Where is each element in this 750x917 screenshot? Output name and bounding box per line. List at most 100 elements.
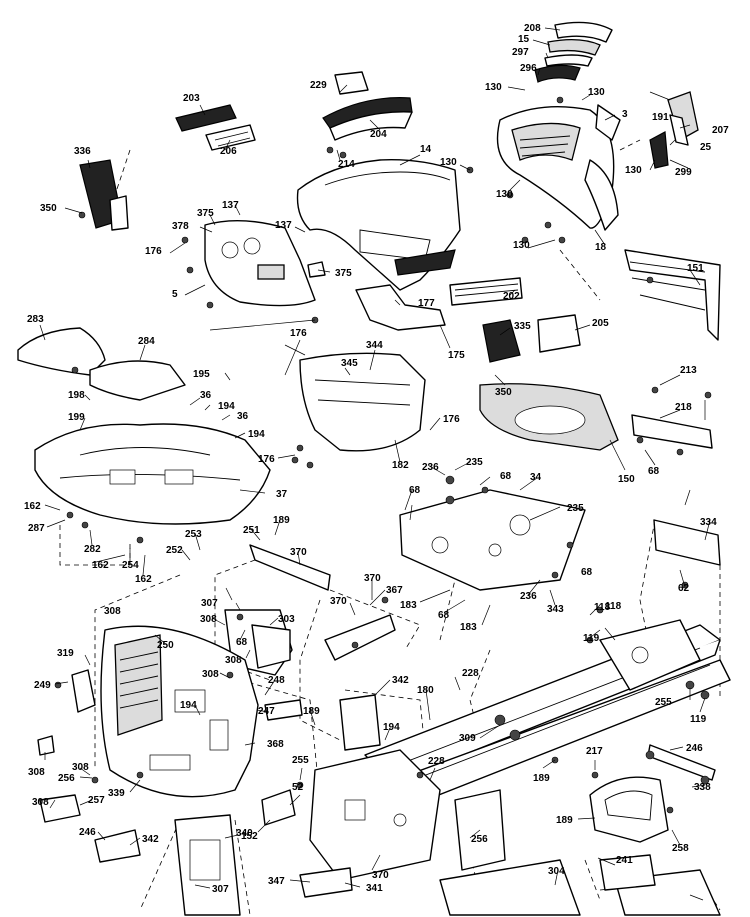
part-label: 347: [268, 876, 285, 887]
part-label: 343: [547, 604, 564, 615]
part-label: 255: [655, 697, 672, 708]
part-label: 229: [310, 80, 327, 91]
part-label: 37: [276, 489, 288, 500]
part-label: 52: [292, 782, 304, 793]
part-label: 183: [460, 622, 477, 633]
part-label: 194: [383, 722, 400, 733]
part-label: 235: [466, 457, 483, 468]
part-label: 296: [520, 63, 537, 74]
part-label: 370: [372, 870, 389, 881]
part-label: 255: [292, 755, 309, 766]
part-label: 246: [686, 743, 703, 754]
part-label: 3: [622, 109, 628, 120]
part-label: 130: [496, 189, 513, 200]
part-label: 303: [278, 614, 295, 625]
main-frame: [224, 544, 731, 916]
part-label: 334: [700, 517, 717, 528]
part-label: 204: [370, 129, 387, 140]
part-label: 345: [341, 358, 358, 369]
part-label: 304: [548, 866, 565, 877]
part-label: 248: [268, 675, 285, 686]
part-label: 150: [618, 474, 635, 485]
part-label: 180: [417, 685, 434, 696]
part-label: 205: [592, 318, 609, 329]
part-label: 162: [92, 560, 109, 571]
part-label: 335: [514, 321, 531, 332]
part-label: 370: [330, 596, 347, 607]
part-label: 191: [652, 112, 669, 123]
part-label: 176: [290, 328, 307, 339]
part-label: 119: [690, 714, 707, 725]
part-label: 308: [225, 655, 242, 666]
part-label: 256: [471, 834, 488, 845]
part-label: 241: [616, 855, 633, 866]
part-label: 176: [443, 414, 460, 425]
part-label: 182: [392, 460, 409, 471]
part-number-labels: 208 15 297 296 130 130 3 229 203 204 214…: [24, 23, 729, 895]
part-label: 340: [236, 828, 253, 839]
part-label: 213: [680, 365, 697, 376]
part-label: 257: [88, 795, 105, 806]
part-label: 152: [241, 831, 258, 842]
part-label: 307: [201, 598, 218, 609]
part-label: 284: [138, 336, 155, 347]
part-label: 189: [556, 815, 573, 826]
part-label: 206: [220, 146, 237, 157]
part-label: 308: [202, 669, 219, 680]
part-label: 308: [28, 767, 45, 778]
part-label: 68: [648, 466, 660, 477]
part-label: 282: [84, 544, 101, 555]
part-label: 130: [440, 157, 457, 168]
part-label: 370: [364, 573, 381, 584]
part-label: 68: [236, 637, 248, 648]
part-label: 218: [675, 402, 692, 413]
part-label: 341: [366, 883, 383, 894]
part-label: 194: [218, 401, 235, 412]
part-label: 308: [200, 614, 217, 625]
part-label: 368: [267, 739, 284, 750]
part-label: 177: [418, 298, 435, 309]
part-label: 137: [275, 220, 292, 231]
part-label: 307: [212, 884, 229, 895]
part-label: 308: [32, 797, 49, 808]
part-label: 34: [530, 472, 542, 483]
headlight-grille-assembly: [496, 21, 721, 341]
part-label: 202: [503, 291, 520, 302]
part-label: 308: [104, 606, 121, 617]
part-label: 208: [524, 23, 541, 34]
part-label: 36: [200, 390, 212, 401]
part-label: 370: [290, 547, 307, 558]
part-label: 256: [58, 773, 75, 784]
body-panels: [17, 327, 721, 591]
part-label: 137: [222, 200, 239, 211]
part-label: 68: [500, 471, 512, 482]
part-label: 287: [28, 523, 45, 534]
part-label: 309: [459, 733, 476, 744]
part-label: 130: [625, 165, 642, 176]
hood-assembly: [79, 71, 581, 363]
part-label: 189: [533, 773, 550, 784]
part-label: 214: [338, 159, 355, 170]
part-label: 162: [135, 574, 152, 585]
part-label: 176: [145, 246, 162, 257]
part-label: 246: [79, 827, 96, 838]
part-label: 319: [57, 648, 74, 659]
part-label: 162: [24, 501, 41, 512]
part-label: 378: [172, 221, 189, 232]
part-label: 175: [448, 350, 465, 361]
part-label: 130: [513, 240, 530, 251]
fasteners: [54, 96, 712, 814]
part-label: 5: [172, 289, 178, 300]
part-label: 14: [420, 144, 432, 155]
part-label: 207: [712, 125, 729, 136]
part-label: 194: [248, 429, 265, 440]
part-label: 189: [303, 706, 320, 717]
part-label: 183: [400, 600, 417, 611]
part-label: 194: [180, 700, 197, 711]
part-label: 203: [183, 93, 200, 104]
part-label: 249: [34, 680, 51, 691]
part-label: 350: [40, 203, 57, 214]
part-label: 62: [678, 583, 690, 594]
part-label: 336: [74, 146, 91, 157]
